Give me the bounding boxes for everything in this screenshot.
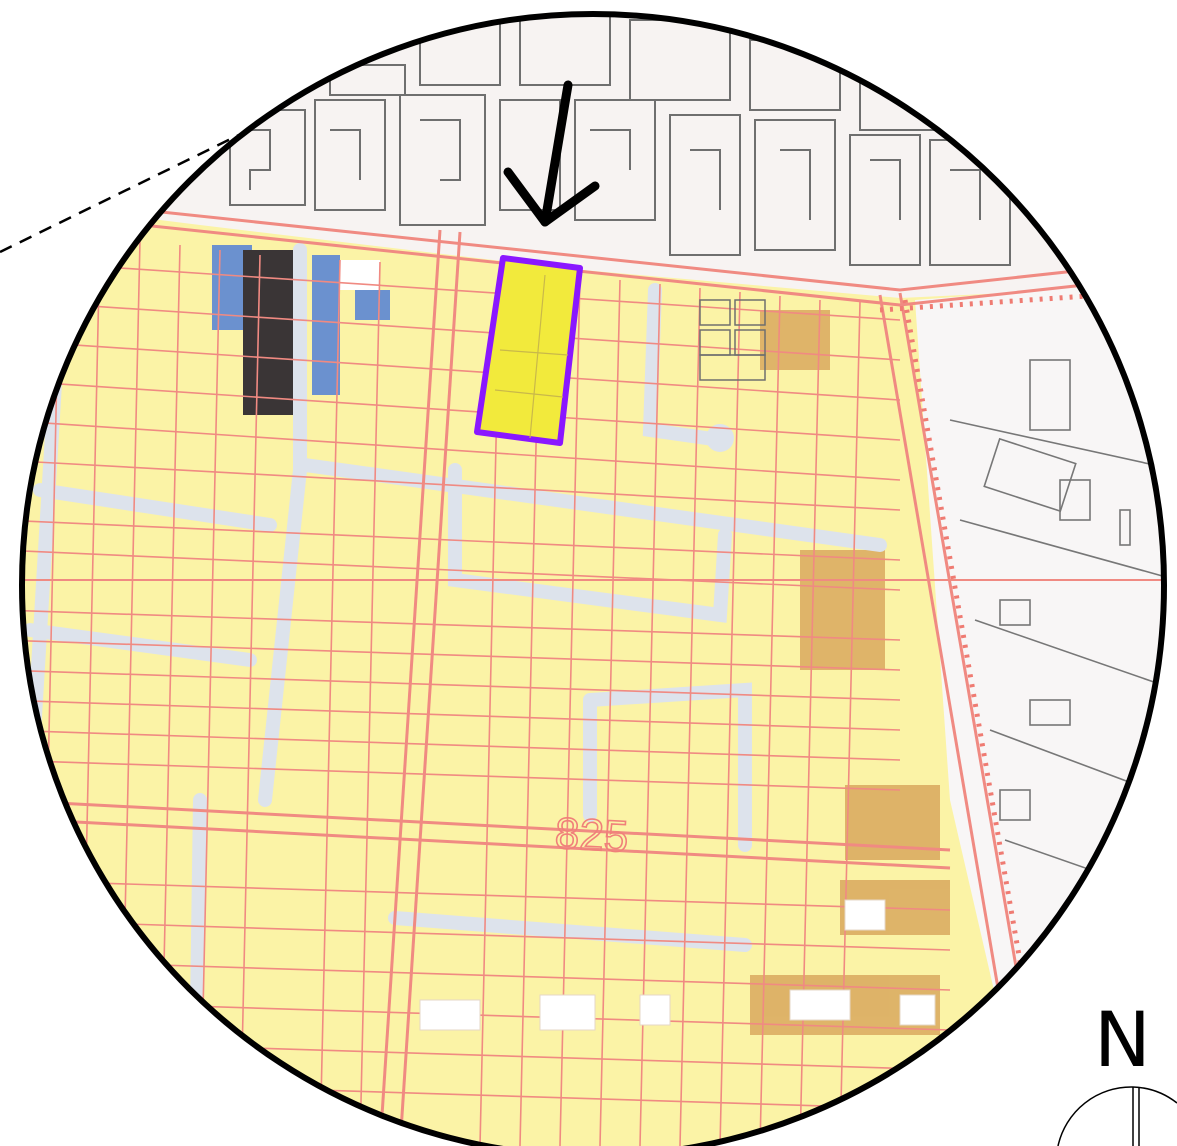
building-footprints — [419, 899, 936, 1031]
building-cluster — [699, 299, 766, 381]
leader-line — [0, 103, 301, 254]
site-parcel — [474, 255, 583, 446]
site-parcel-lines — [494, 274, 569, 439]
north-label: N — [1094, 995, 1151, 1084]
commercial-block — [355, 290, 390, 320]
north-arrow-icon — [1057, 1086, 1177, 1146]
east-building-outlines — [949, 359, 1164, 901]
commercial-block — [312, 255, 340, 395]
zone-label: 825 — [554, 809, 630, 862]
site-arrow-icon — [503, 80, 600, 227]
map-frame-circle — [19, 11, 1167, 1146]
cul-de-sac — [706, 424, 734, 452]
dark-block — [243, 250, 298, 415]
